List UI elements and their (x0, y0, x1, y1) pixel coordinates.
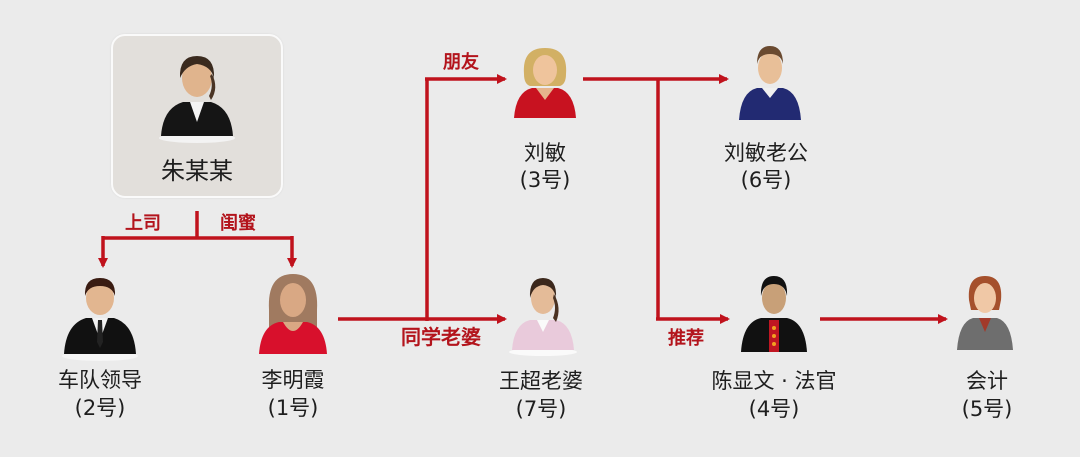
person-name-2: 车队领导 (58, 368, 142, 392)
woman-gray-suit-icon (957, 276, 1013, 350)
person-name-6: 刘敏老公 (724, 141, 808, 165)
person-number-5: (5号) (961, 397, 1013, 421)
person-name-1: 李明霞 (261, 368, 325, 392)
person-number-2: (2号) (74, 396, 126, 420)
person-name-5: 会计 (966, 369, 1008, 393)
person-name-4: 陈显文 · 法官 (711, 369, 837, 393)
person-number-3: (3号) (519, 168, 571, 192)
woman-business-suit-icon (159, 56, 235, 143)
central-person-card[interactable]: 朱某某 (111, 34, 283, 198)
person-number-7: (7号) (515, 397, 567, 421)
central-person-name: 朱某某 (161, 157, 233, 185)
relation-label-classmate-wife: 同学老婆 (401, 325, 481, 349)
woman-pink-top-icon (509, 278, 577, 356)
relation-label-friend: 朋友 (443, 52, 479, 73)
relation-label-boss: 上司 (125, 213, 161, 234)
man-judge-robe-icon (741, 276, 807, 352)
man-suit-tie-icon (62, 278, 138, 361)
relation-label-recommend: 推荐 (668, 328, 704, 349)
person-name-3: 刘敏 (524, 141, 566, 165)
person-name-7: 王超老婆 (499, 369, 583, 393)
man-blue-sweater-icon (739, 46, 801, 120)
relation-label-bestie: 闺蜜 (220, 213, 256, 234)
person-number-6: (6号) (740, 168, 792, 192)
blonde-woman-red-icon (514, 48, 576, 118)
person-number-4: (4号) (748, 397, 800, 421)
person-number-1: (1号) (267, 396, 319, 420)
woman-red-top-icon (259, 274, 327, 354)
